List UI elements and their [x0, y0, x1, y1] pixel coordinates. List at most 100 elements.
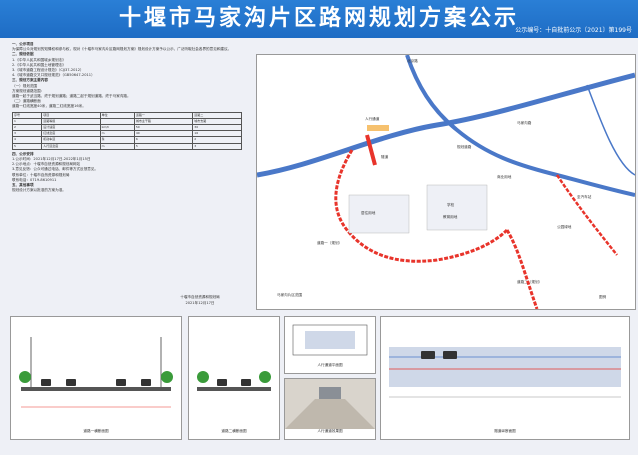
notice-footer: 十堰市自然资源和规划局 2021年12月17日	[140, 294, 260, 306]
map-label: 马家沟片区范围	[277, 293, 303, 297]
render-opening	[319, 387, 341, 399]
table-cell: m	[99, 142, 135, 150]
passage-plan-drawing	[292, 324, 368, 356]
map-label: 教育用地	[443, 215, 458, 219]
text-line: 方案规划道路范围：	[12, 88, 45, 93]
text-line: 五、其他事项	[12, 183, 34, 188]
school-block	[426, 184, 488, 231]
panel-caption: 人行通道效果图	[317, 429, 343, 433]
table-cell: 道路一	[133, 111, 194, 119]
text-line: 2.公示地点：十堰市自然资源和规划局网站	[12, 162, 81, 167]
text-line: 二、规划依据	[12, 52, 34, 57]
panel-caption: 道路二横断面图	[221, 429, 247, 433]
text-line: （一）规划范围	[12, 83, 38, 88]
section-drawing	[197, 371, 271, 391]
river-line	[586, 84, 636, 176]
table-cell: 道路二	[192, 111, 242, 119]
map-label: 图例	[599, 295, 607, 299]
map-label: 隧道	[381, 155, 389, 159]
table-cell: 1	[12, 117, 43, 126]
table-cell	[99, 117, 135, 126]
notice-text: 一、公示项目 为保障公众对规划的知情权和参与权，现对《十堰市马家沟片区路网规划方…	[12, 42, 250, 312]
map-label: 商业用地	[497, 175, 512, 179]
car-icon	[443, 351, 457, 359]
text-line: 道路一起于武当路，终于规划道路；道路二起于规划道路，终于马家沟路。	[12, 94, 131, 99]
map-label: 规划道路	[457, 145, 472, 149]
map-drawing	[256, 54, 636, 310]
passage-floor	[305, 331, 355, 349]
text-line: 道路一红线宽度40米，道路二红线宽度16米。	[12, 104, 86, 109]
cross-section-road-two: 道路二横断面图	[188, 316, 280, 440]
map-label: 道路一（规划）	[317, 241, 343, 245]
passage-render-panel: 人行通道效果图	[284, 378, 376, 440]
pedestrian-passage-marker	[367, 125, 389, 131]
map-label: 人行通道	[365, 117, 380, 121]
text-line: 4.《城市道路交叉口规划规范》（GB50647-2011）	[12, 73, 95, 78]
passage-render-drawing	[285, 379, 375, 429]
title-banner: 十堰市马家沟片区路网规划方案公示 公示编号：十自批前公示〔2021〕第199号	[0, 0, 638, 38]
text-line: （二）道路横断面	[12, 99, 41, 104]
cross-section-road-one: 道路一横断面图	[10, 316, 182, 440]
map-label: 居住用地	[361, 211, 376, 215]
map-label: 至汽车站	[577, 195, 592, 199]
table-cell: 单位	[99, 111, 135, 119]
table-cell: 序号	[12, 111, 43, 119]
text-line: 规划设计方案以批准的方案为准。	[12, 188, 66, 193]
map-label: 北京路	[407, 59, 418, 63]
tree-icon	[197, 371, 209, 383]
panel-caption: 人行通道平面图	[317, 363, 343, 367]
section-drawing	[19, 337, 173, 408]
road-centerline	[256, 80, 636, 182]
text-line: 联系单位：十堰市自然资源和规划局	[12, 172, 70, 177]
tree-icon	[161, 371, 173, 383]
text-line: 一、公示项目	[12, 42, 34, 46]
map-label: 道路二（规划）	[517, 280, 543, 284]
road-plan-map: 北京路 马家沟路 规划道路 隧道 人行通道 商业用地 居住用地 公园绿地 学校 …	[256, 54, 636, 310]
text-line: 三、规划方案主要内容	[12, 78, 48, 83]
text-line: 1.公示时间：2021年12月17日-2022年1月15日	[12, 157, 91, 162]
existing-road-east	[405, 54, 636, 197]
issue-number: 公示编号：十自批前公示〔2021〕第199号	[515, 27, 632, 34]
table-row: 序号项目单位道路一道路二	[12, 111, 242, 119]
table-cell: 城市支路	[192, 117, 242, 126]
table-cell: 3	[192, 142, 242, 150]
tunnel-profile-panel: 隧道纵断面图	[380, 316, 630, 440]
car-icon	[217, 379, 227, 386]
page-title: 十堰市马家沟片区路网规划方案公示	[118, 6, 519, 31]
table-cell: 5	[12, 142, 43, 150]
tunnel-segment	[365, 134, 377, 166]
table-cell: 城市主干路	[133, 117, 194, 126]
car-icon	[66, 379, 76, 386]
car-icon	[421, 351, 435, 359]
planned-road-two	[505, 229, 539, 310]
panel-caption: 道路一横断面图	[83, 429, 109, 433]
panel-caption: 隧道纵断面图	[494, 429, 516, 433]
map-label: 学校	[447, 203, 455, 207]
existing-road-north	[256, 72, 636, 178]
footer-org: 十堰市自然资源和规划局	[180, 295, 220, 299]
text-line: 1.《中华人民共和国城乡规划法》	[12, 57, 66, 62]
text-line: 联系电话：0719-8610911	[12, 177, 57, 182]
planned-road-one	[334, 149, 509, 263]
map-label: 马家沟路	[517, 121, 532, 125]
map-label: 公园绿地	[557, 225, 572, 229]
render-floor	[285, 399, 375, 429]
text-line: 3.《城市道路工程设计规范》（CJJ37-2012）	[12, 68, 84, 73]
passage-plan-panel: 人行通道平面图	[284, 316, 376, 374]
table-cell: 5	[133, 142, 194, 150]
tree-icon	[259, 371, 271, 383]
text-line: 2.《中华人民共和国土地管理法》	[12, 62, 66, 67]
text-line: 3.意见反馈：公众可通过电话、邮件等方式反馈意见。	[12, 167, 99, 172]
car-icon	[241, 379, 251, 386]
car-icon	[116, 379, 126, 386]
tree-icon	[19, 371, 31, 383]
road-surface	[21, 387, 171, 391]
car-icon	[41, 379, 51, 386]
table-cell: 人行道宽度	[41, 142, 101, 150]
text-line: 四、公示安排	[12, 151, 34, 156]
road-surface	[197, 387, 271, 391]
planned-road-east	[555, 174, 618, 256]
tunnel-profile-drawing	[389, 347, 621, 398]
